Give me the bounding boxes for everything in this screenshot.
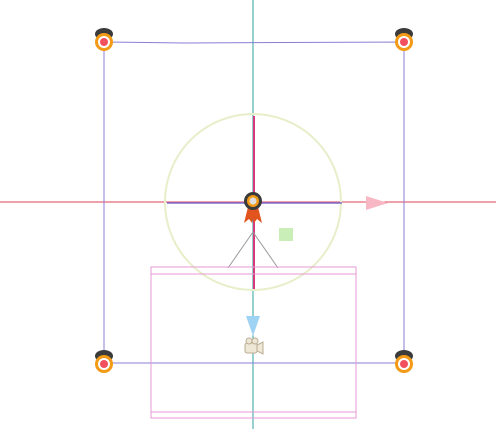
corner-handle-top-left[interactable] (95, 28, 113, 51)
frustum-box (150, 266, 357, 419)
corner-handle-top-right[interactable] (395, 28, 413, 51)
x-axis-arrow-icon[interactable] (366, 196, 388, 210)
pivot-award-icon[interactable] (244, 192, 262, 223)
corner-handle-bottom-left[interactable] (95, 350, 113, 373)
camera-icon[interactable] (244, 337, 264, 355)
frustum-edge-right (252, 231, 279, 269)
direction-cone-icon[interactable] (246, 316, 260, 336)
bounds-rectangle (103, 41, 405, 364)
corner-handle-bottom-right[interactable] (395, 350, 413, 373)
rotation-ring[interactable] (164, 113, 342, 291)
frustum-edge-left (227, 231, 254, 269)
xy-plane-handle-icon[interactable] (279, 228, 293, 241)
